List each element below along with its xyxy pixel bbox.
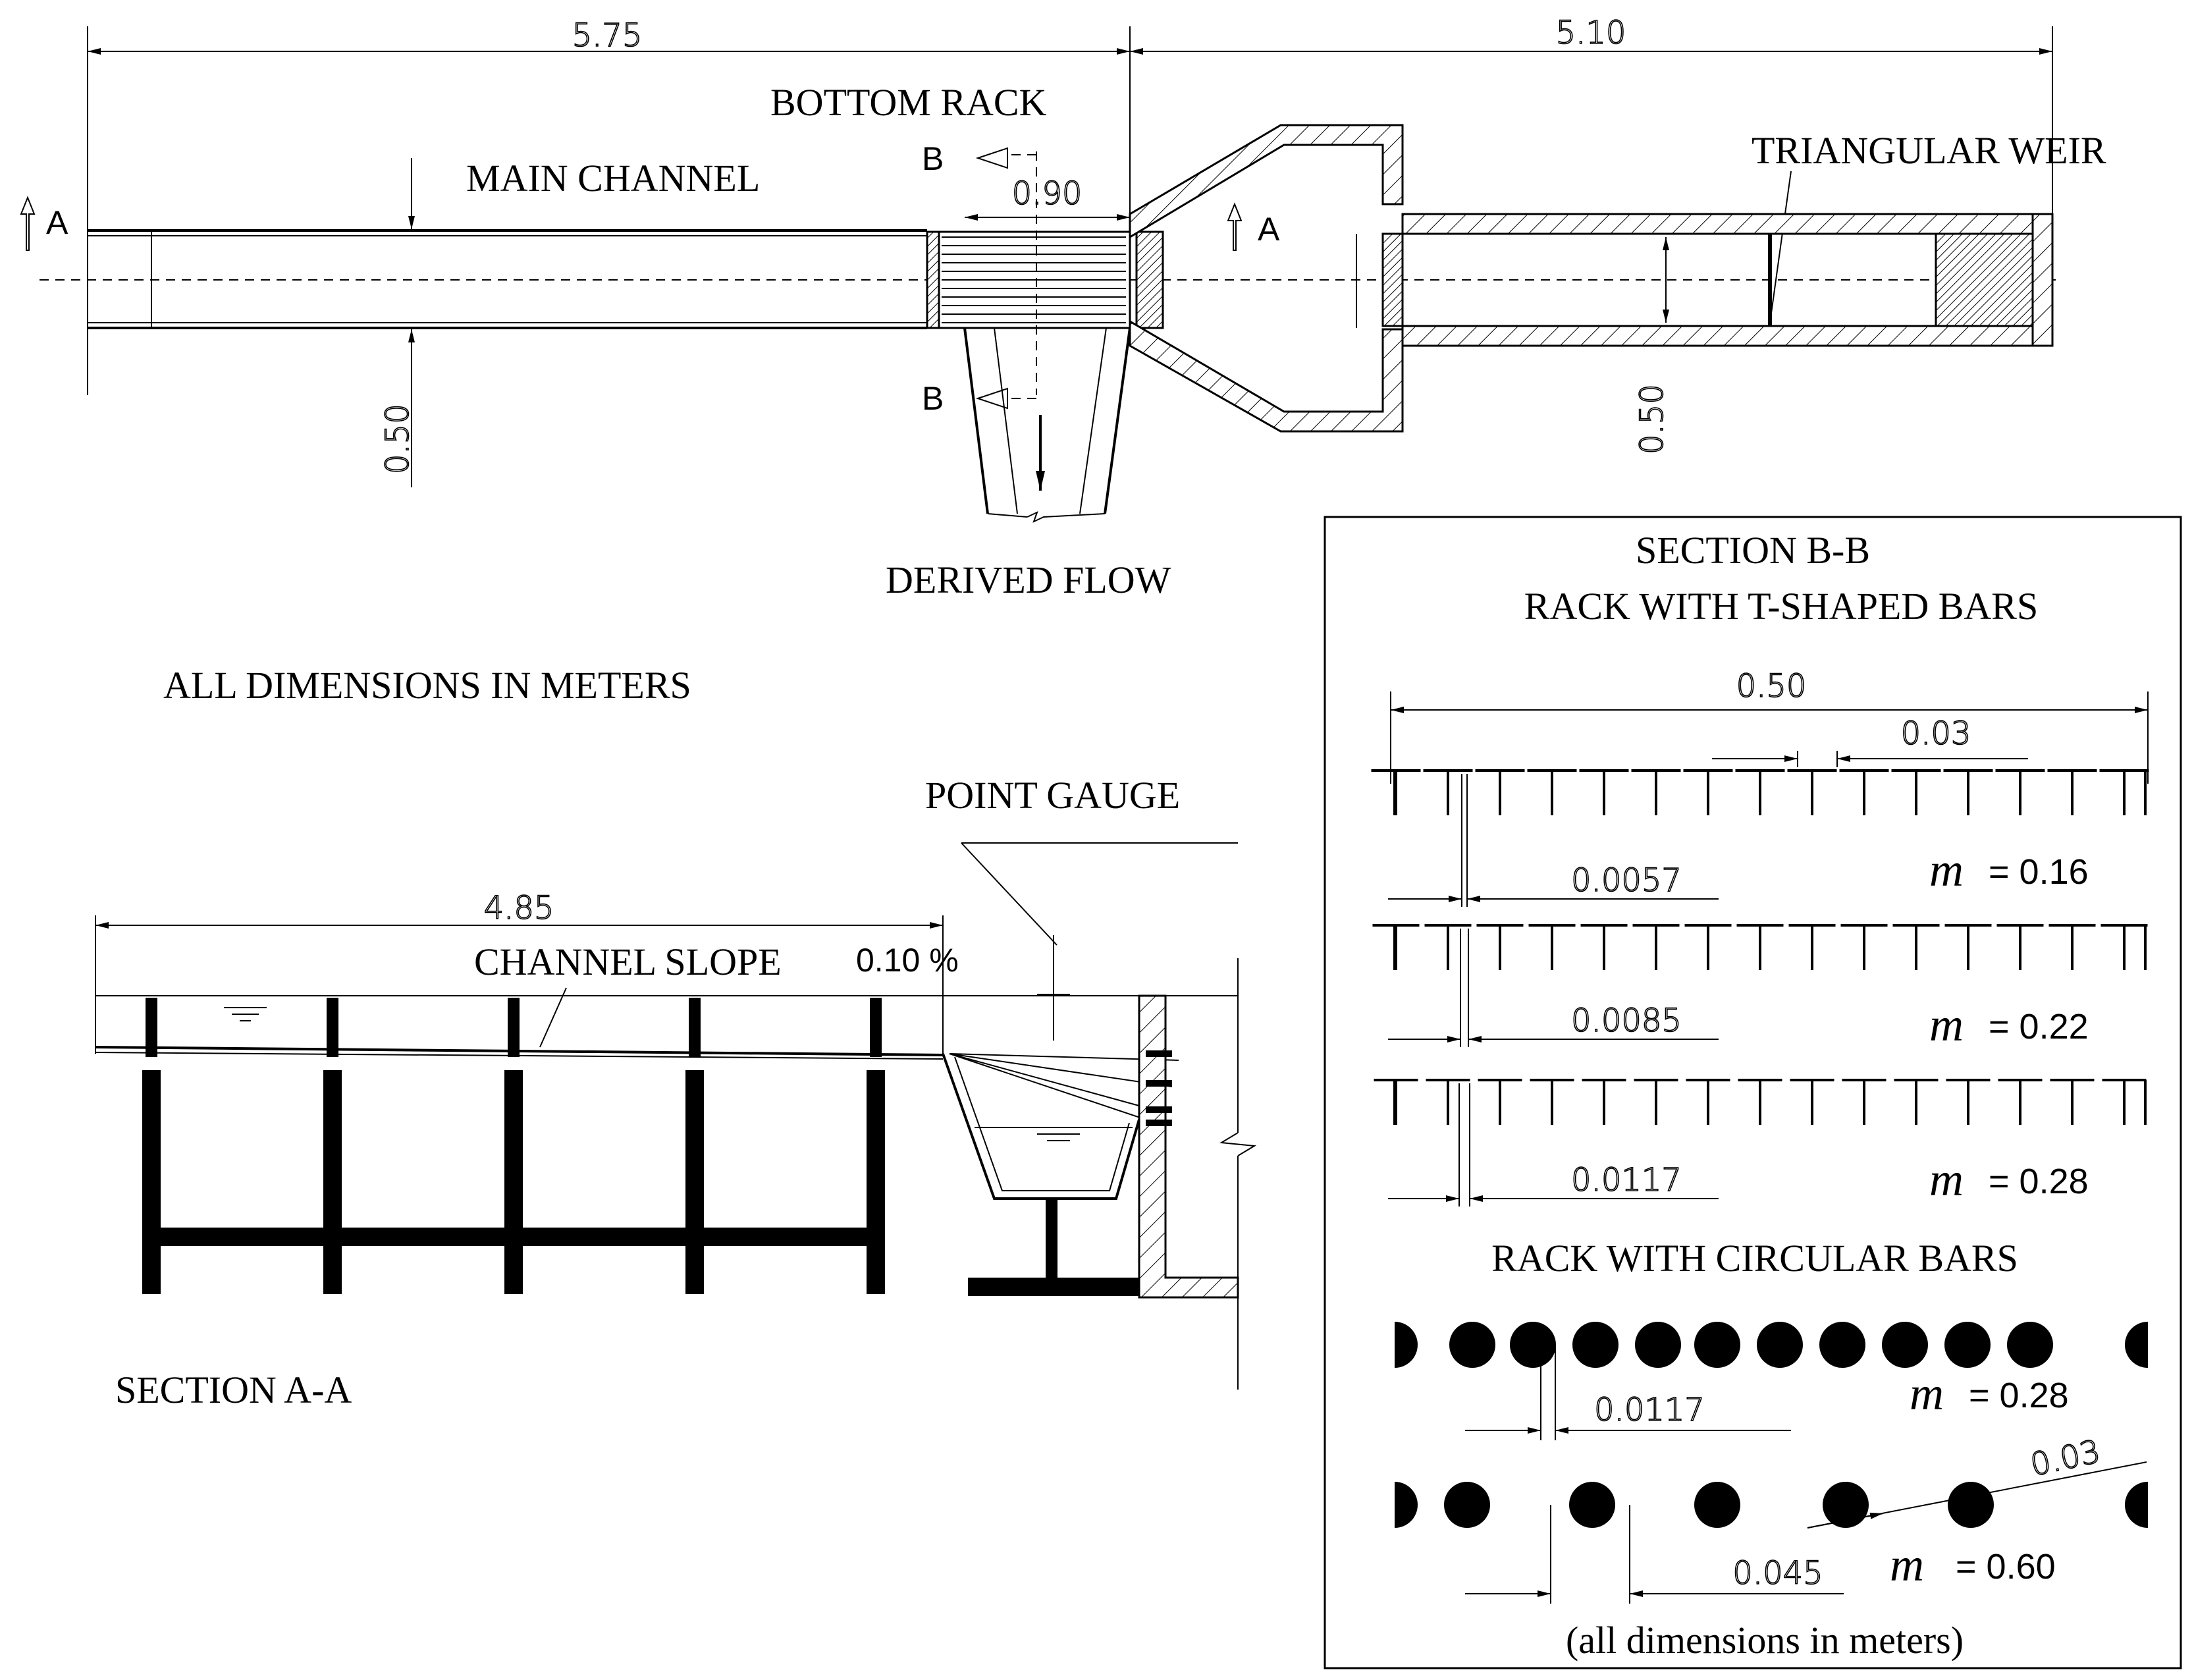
m-symbol: m [1929, 998, 1964, 1051]
circular-rack-spacing: 0.0117 [1594, 1392, 1705, 1428]
main-channel [40, 229, 2061, 329]
label-triangular-weir: TRIANGULAR WEIR [1752, 129, 2106, 172]
circular-bar [2125, 1322, 2148, 1368]
dim-overall: 5.75 5.10 [87, 14, 2053, 395]
circular-bar [1635, 1322, 1681, 1368]
t-rack-m-value: = 0.16 [1989, 852, 2089, 892]
circular-bar [1395, 1482, 1418, 1528]
circular-bar [1395, 1322, 1418, 1368]
downstream-channel: 0.50 [1401, 213, 2054, 455]
label-main-channel: MAIN CHANNEL [466, 157, 760, 200]
dim-channel-width: 0.50 [379, 158, 417, 487]
plan-view: 5.75 5.10 BOTTOM RACK MAIN CHANNEL TRIAN… [20, 14, 2106, 601]
section-a-markers: A A [20, 196, 1280, 251]
circular-bar-racks: 0.0117 m = 0.28 0.045 m = 0.60 [1395, 1322, 2148, 1604]
circular-bar [1757, 1322, 1803, 1368]
section-wall [1138, 958, 1257, 1390]
t-rack-m-value: = 0.28 [1989, 1162, 2089, 1201]
t-rack-m-value: = 0.22 [1989, 1007, 2089, 1046]
m-symbol: m [1929, 1153, 1964, 1206]
circular-bar [1572, 1322, 1619, 1368]
dim-downstream-length: 5.10 [1556, 14, 1626, 51]
stilling-basin [1129, 124, 1404, 433]
label-point-gauge: POINT GAUGE [925, 774, 1180, 817]
circular-bar [1823, 1482, 1869, 1528]
m-symbol: m [1910, 1367, 1944, 1420]
label-derived-flow: DERIVED FLOW [886, 558, 1171, 601]
dim-main-length: 5.75 [572, 17, 643, 54]
dim-rack-length: 0.90 [1012, 175, 1083, 212]
t-bar-racks: 0.0057 m = 0.16 0.0085 m = 0.22 0.0117 m = 0.28 [1371, 769, 2149, 1206]
circular-rack-row: 0.045 m = 0.60 [1395, 1482, 2148, 1604]
support-post [685, 1070, 704, 1294]
dim-bar-width: 0.03 [1901, 715, 1971, 752]
circular-bar [1948, 1482, 1994, 1528]
section-bb-note: (all dimensions in meters) [1566, 1619, 1964, 1662]
circular-bar [2125, 1482, 2148, 1528]
support-post [323, 1070, 342, 1294]
collection-tank [942, 1053, 1179, 1296]
support-post [867, 1070, 885, 1294]
circular-bar [1444, 1482, 1490, 1528]
dim-bar-diameter: 0.03 [2027, 1433, 2104, 1484]
label-bottom-rack: BOTTOM RACK [770, 81, 1047, 124]
section-b-mark-bottom: B [922, 380, 944, 417]
t-rack-row: 0.0085 m = 0.22 [1372, 924, 2148, 1051]
circular-bar [1694, 1482, 1740, 1528]
m-symbol: m [1890, 1538, 1924, 1591]
dim-section-length: 4.85 [484, 890, 554, 927]
support-post [504, 1070, 523, 1294]
circular-title: RACK WITH CIRCULAR BARS [1491, 1237, 2018, 1280]
label-channel-slope: CHANNEL SLOPE [474, 940, 782, 983]
circular-bar [1510, 1322, 1556, 1368]
section-a-mark-right: A [1258, 211, 1280, 248]
m-symbol: m [1929, 844, 1964, 896]
section-a-mark-left: A [46, 204, 68, 241]
t-rack-spacing: 0.0085 [1571, 1002, 1682, 1039]
section-aa-title: SECTION A-A [115, 1368, 352, 1411]
circular-bar [1449, 1322, 1495, 1368]
support-post-upper [870, 998, 882, 1057]
bottom-rack: 0.90 B B [922, 140, 1164, 417]
section-b-mark-top: B [922, 140, 944, 177]
circular-rack-spacing: 0.045 [1732, 1555, 1823, 1592]
t-rack-spacing: 0.0117 [1571, 1162, 1682, 1199]
section-bb-title-line2: RACK WITH T-SHAPED BARS [1524, 585, 2038, 628]
section-bb-title-line1: SECTION B-B [1636, 529, 1870, 572]
t-rack-row: 0.0057 m = 0.16 [1371, 769, 2149, 907]
support-post-upper [689, 998, 701, 1057]
dim-channel-width-text: 0.50 [379, 404, 416, 474]
circular-rack-m-value: = 0.28 [1969, 1376, 2069, 1415]
note-all-dimensions: ALL DIMENSIONS IN METERS [163, 664, 691, 707]
derived-flow-channel: DERIVED FLOW [886, 327, 1171, 601]
circular-bar [2007, 1322, 2053, 1368]
support-frame [142, 998, 885, 1294]
circular-rack-row: 0.0117 m = 0.28 [1395, 1322, 2148, 1440]
slope-value: 0.10 % [856, 942, 959, 979]
section-aa: POINT GAUGE 4.85 CHANNEL SLOPE 0.10 % [95, 774, 1257, 1411]
circular-bar [1819, 1322, 1865, 1368]
circular-bar [1694, 1322, 1740, 1368]
dim-downstream-width: 0.50 [1634, 384, 1671, 454]
t-rack-spacing: 0.0057 [1571, 862, 1682, 899]
section-bb-panel: SECTION B-B RACK WITH T-SHAPED BARS 0.50… [1324, 516, 2182, 1669]
dim-rack-width: 0.50 [1736, 668, 1807, 705]
circular-bar [1569, 1482, 1615, 1528]
support-post-upper [508, 998, 520, 1057]
circular-bar [1944, 1322, 1991, 1368]
support-post-upper [327, 998, 338, 1057]
support-post [142, 1070, 161, 1294]
support-post-upper [146, 998, 157, 1057]
circular-bar [1882, 1322, 1928, 1368]
t-rack-row: 0.0117 m = 0.28 [1374, 1079, 2147, 1206]
circular-rack-m-value: = 0.60 [1956, 1547, 2056, 1586]
